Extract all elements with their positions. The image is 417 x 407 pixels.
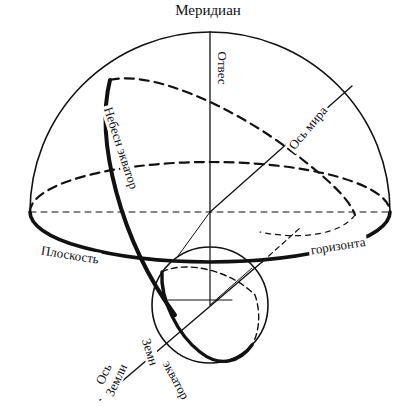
diagram-label: Отвес <box>215 50 229 87</box>
diagram-label: экватор <box>159 357 193 404</box>
diagram-label: Меридиан <box>173 3 243 19</box>
diagram-label: Плоскость <box>38 243 102 266</box>
diagram-label: горизонта <box>308 235 369 258</box>
diagram-label: Ось мира <box>285 102 331 154</box>
